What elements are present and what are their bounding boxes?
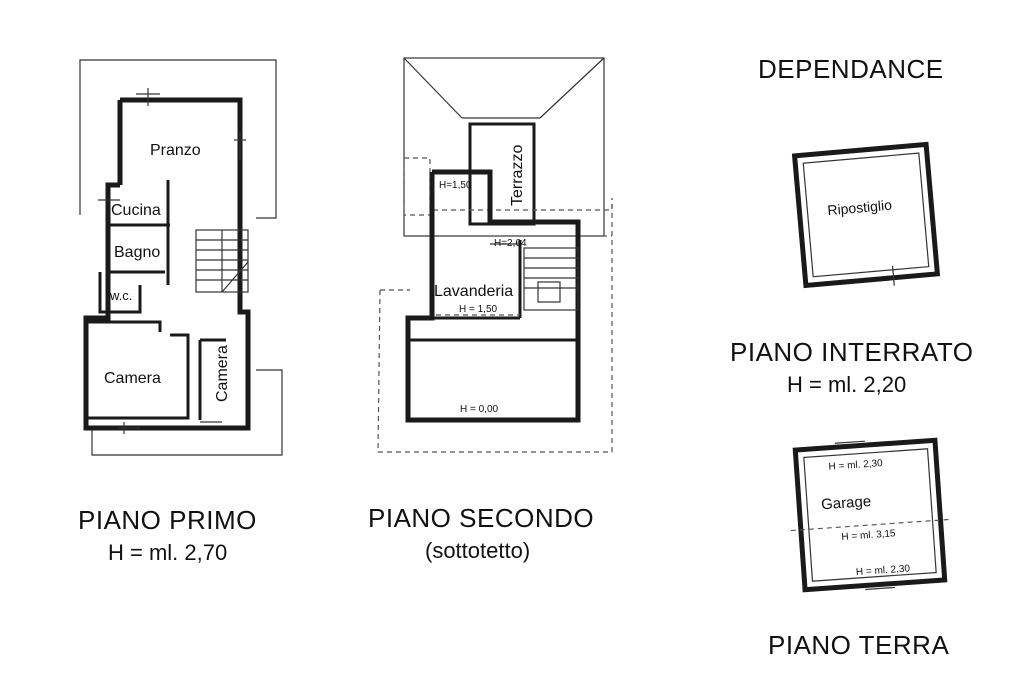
room-label-camera-2: Camera xyxy=(214,345,231,402)
caption-piano-interrato: PIANO INTERRATO xyxy=(730,337,974,367)
height-label-1: H=1,50 xyxy=(439,180,472,191)
room-label-bagno: Bagno xyxy=(114,244,160,261)
height-label-3: H = 1,50 xyxy=(459,304,498,315)
wall-secondo-outer xyxy=(405,172,581,423)
wall-camera-right xyxy=(86,333,190,420)
room-label-wc: w.c. xyxy=(109,288,132,303)
height-label-4: H = 0,00 xyxy=(460,404,499,415)
piano-secondo-plan: Terrazzo Lavanderia H=1,50 H=2,64 H = 1,… xyxy=(377,57,613,453)
title-dependance: DEPENDANCE xyxy=(758,54,944,84)
garage-height-2: H = ml. 3,15 xyxy=(841,528,896,543)
balcony-outline-bottom xyxy=(91,369,283,456)
caption-piano-primo: PIANO PRIMO xyxy=(78,505,257,535)
piano-interrato-plan: Ripostiglio xyxy=(791,141,941,289)
room-label-ripostiglio: Ripostiglio xyxy=(827,197,893,219)
room-label-garage: Garage xyxy=(821,493,872,513)
piano-terra-plan: Garage H = ml. 2,30 H = ml. 3,15 H = ml.… xyxy=(790,437,951,593)
height-label-2: H=2,64 xyxy=(494,238,527,249)
wall-outer xyxy=(83,182,251,431)
room-label-cucina: Cucina xyxy=(111,202,161,219)
caption-piano-secondo: PIANO SECONDO xyxy=(368,503,595,533)
caption-piano-secondo-note: (sottotetto) xyxy=(425,538,531,563)
wall-pranzo-top xyxy=(120,97,243,218)
room-label-camera-1: Camera xyxy=(104,370,161,387)
ripostiglio-walls xyxy=(791,141,941,289)
balcony-outline-top xyxy=(79,59,277,219)
piano-primo-plan: Pranzo Cucina Bagno w.c. Camera Camera xyxy=(79,59,283,456)
garage-walls xyxy=(792,437,948,593)
caption-piano-interrato-height: H = ml. 2,20 xyxy=(787,372,907,397)
stairs-primo xyxy=(195,229,249,293)
dashed-outline-1 xyxy=(404,157,613,211)
garage-height-3: H = ml. 2,30 xyxy=(856,563,911,578)
garage-height-1: H = ml. 2,30 xyxy=(828,458,883,473)
caption-piano-terra: PIANO TERRA xyxy=(768,630,950,660)
room-label-terrazzo: Terrazzo xyxy=(509,145,526,206)
stairs-secondo xyxy=(523,247,579,311)
caption-piano-primo-height: H = ml. 2,70 xyxy=(108,540,228,565)
room-label-lavanderia: Lavanderia xyxy=(434,283,513,300)
wall-wc xyxy=(98,272,142,314)
room-label-pranzo: Pranzo xyxy=(150,142,201,159)
wall-camera-top xyxy=(86,320,162,332)
